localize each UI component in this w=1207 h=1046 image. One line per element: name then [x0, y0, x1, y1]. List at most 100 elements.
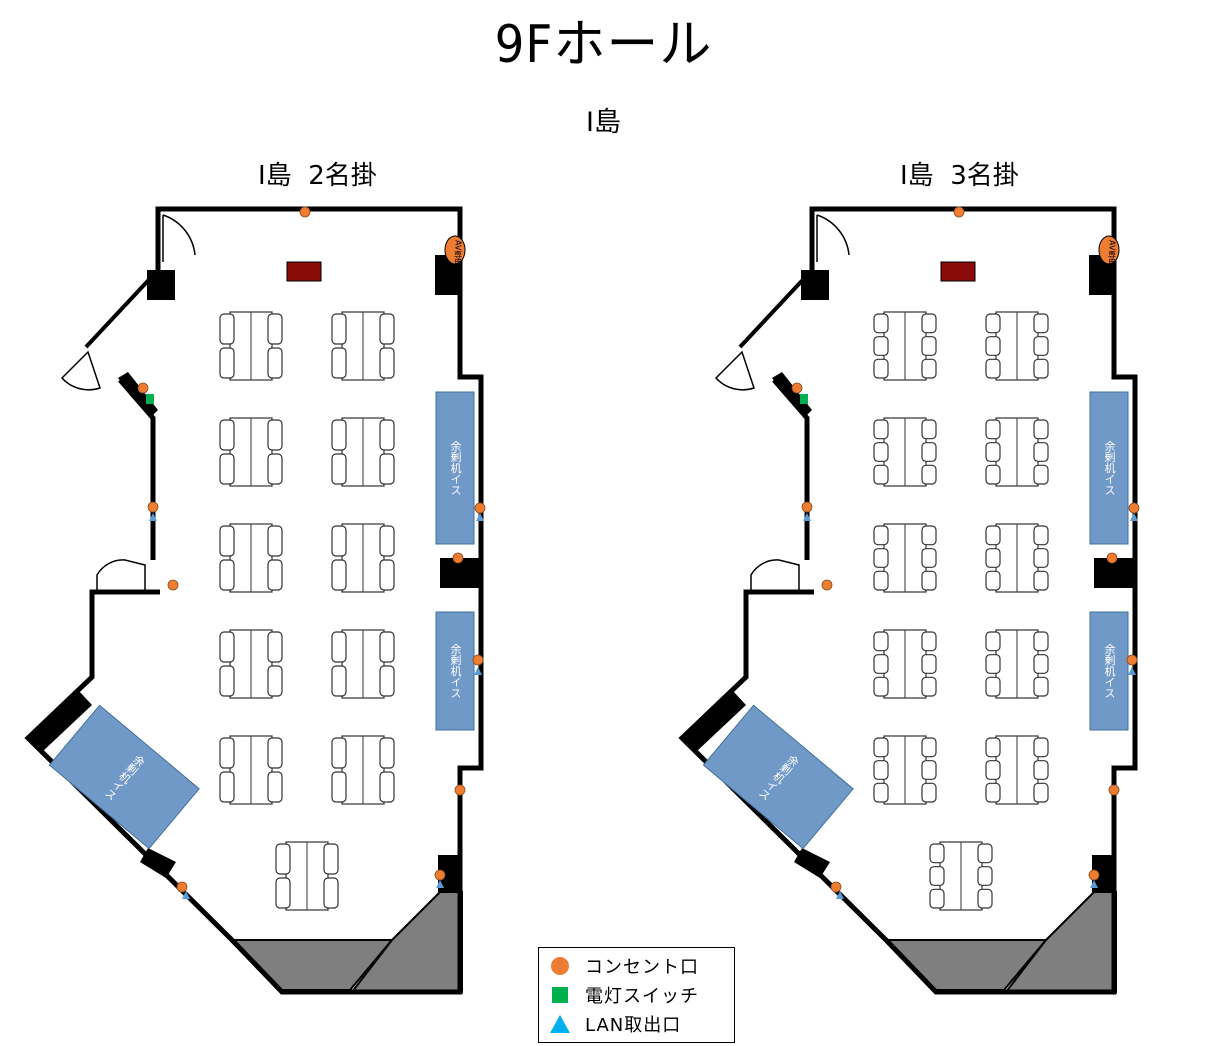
- chair: [379, 525, 395, 557]
- spare-furniture-area: 余剰机イス: [48, 704, 200, 850]
- chair: [985, 737, 1001, 758]
- page-subtitle: I島: [586, 107, 621, 138]
- chair: [921, 336, 937, 356]
- av-outlet: [1098, 235, 1120, 265]
- table-group: [275, 841, 339, 911]
- door: [750, 559, 800, 590]
- chair: [379, 347, 395, 379]
- chair: [985, 782, 1001, 803]
- outlet-circle-icon: [549, 955, 571, 977]
- legend-label-outlet: コンセント口: [585, 957, 699, 978]
- chair: [219, 525, 235, 557]
- table-group: [331, 629, 395, 699]
- lan-triangle-icon: [549, 1013, 571, 1035]
- spare-furniture-area: 余剰机イス: [1089, 611, 1129, 731]
- outlet-marker: [791, 382, 803, 394]
- chair: [267, 313, 283, 345]
- chair: [1033, 464, 1049, 485]
- spare-furniture-area: 余剰机イス: [435, 611, 475, 731]
- table-group: [985, 311, 1049, 381]
- spare-area-label: 余剰机イス: [1103, 642, 1116, 698]
- chair: [267, 559, 283, 591]
- chair: [1033, 631, 1049, 652]
- chair: [873, 442, 889, 462]
- door: [60, 350, 101, 391]
- outlet-marker: [953, 206, 965, 218]
- chair: [873, 570, 889, 591]
- chair: [985, 442, 1001, 462]
- chair: [331, 665, 347, 697]
- chair: [331, 419, 347, 451]
- switch-marker: [800, 394, 808, 404]
- chair: [267, 419, 283, 451]
- pillar: [1094, 558, 1135, 588]
- chair: [219, 771, 235, 803]
- lan-marker: [476, 513, 484, 521]
- outlet-marker: [167, 579, 179, 591]
- chair: [379, 419, 395, 451]
- chair: [985, 464, 1001, 485]
- chair: [985, 760, 1001, 780]
- chair: [985, 654, 1001, 674]
- chair: [873, 760, 889, 780]
- legend-item-lan: LAN取出口: [549, 1011, 681, 1037]
- table-group: [219, 629, 283, 699]
- chair: [921, 442, 937, 462]
- spare-area-box: [1089, 391, 1129, 545]
- spare-area-box: [48, 704, 200, 850]
- spare-area-label: 余剰机イス: [449, 439, 462, 495]
- chair: [331, 631, 347, 663]
- table-group: [985, 417, 1049, 487]
- chair: [323, 877, 339, 909]
- lan-marker: [1130, 513, 1138, 521]
- spare-area-box: [435, 611, 475, 731]
- chair: [921, 548, 937, 568]
- chair: [1033, 548, 1049, 568]
- chair: [219, 419, 235, 451]
- chair: [379, 737, 395, 769]
- chair: [985, 336, 1001, 356]
- legend-label-lan: LAN取出口: [585, 1015, 682, 1036]
- outlet-marker: [1128, 502, 1140, 514]
- chair: [331, 453, 347, 485]
- chair: [873, 654, 889, 674]
- spare-area-box: [1089, 611, 1129, 731]
- chair: [921, 358, 937, 379]
- pillar: [801, 270, 829, 300]
- chair: [985, 570, 1001, 591]
- chair: [921, 313, 937, 334]
- table-group: [331, 735, 395, 805]
- chair: [1033, 782, 1049, 803]
- table-group: [219, 417, 283, 487]
- chair: [323, 843, 339, 875]
- switch-marker: [146, 394, 154, 404]
- chair: [379, 771, 395, 803]
- chair: [379, 453, 395, 485]
- chair: [985, 548, 1001, 568]
- chair: [873, 782, 889, 803]
- av-outlet-label: AV専用: [1108, 240, 1117, 267]
- chair: [921, 654, 937, 674]
- outlet-marker: [137, 382, 149, 394]
- chair: [331, 347, 347, 379]
- outlet-marker: [147, 501, 159, 513]
- legend-label-switch: 電灯スイッチ: [585, 986, 699, 1007]
- chair: [921, 419, 937, 440]
- chair: [275, 843, 291, 875]
- chair: [873, 313, 889, 334]
- chair: [873, 525, 889, 546]
- chair: [219, 453, 235, 485]
- door: [96, 559, 146, 590]
- table-group: [985, 735, 1049, 805]
- table-group: [219, 523, 283, 593]
- chair: [331, 525, 347, 557]
- outlet-marker: [454, 784, 466, 796]
- chair: [1033, 525, 1049, 546]
- chair: [267, 771, 283, 803]
- chair: [921, 570, 937, 591]
- lan-marker: [474, 667, 482, 675]
- chair: [1033, 570, 1049, 591]
- outlet-marker: [434, 869, 446, 881]
